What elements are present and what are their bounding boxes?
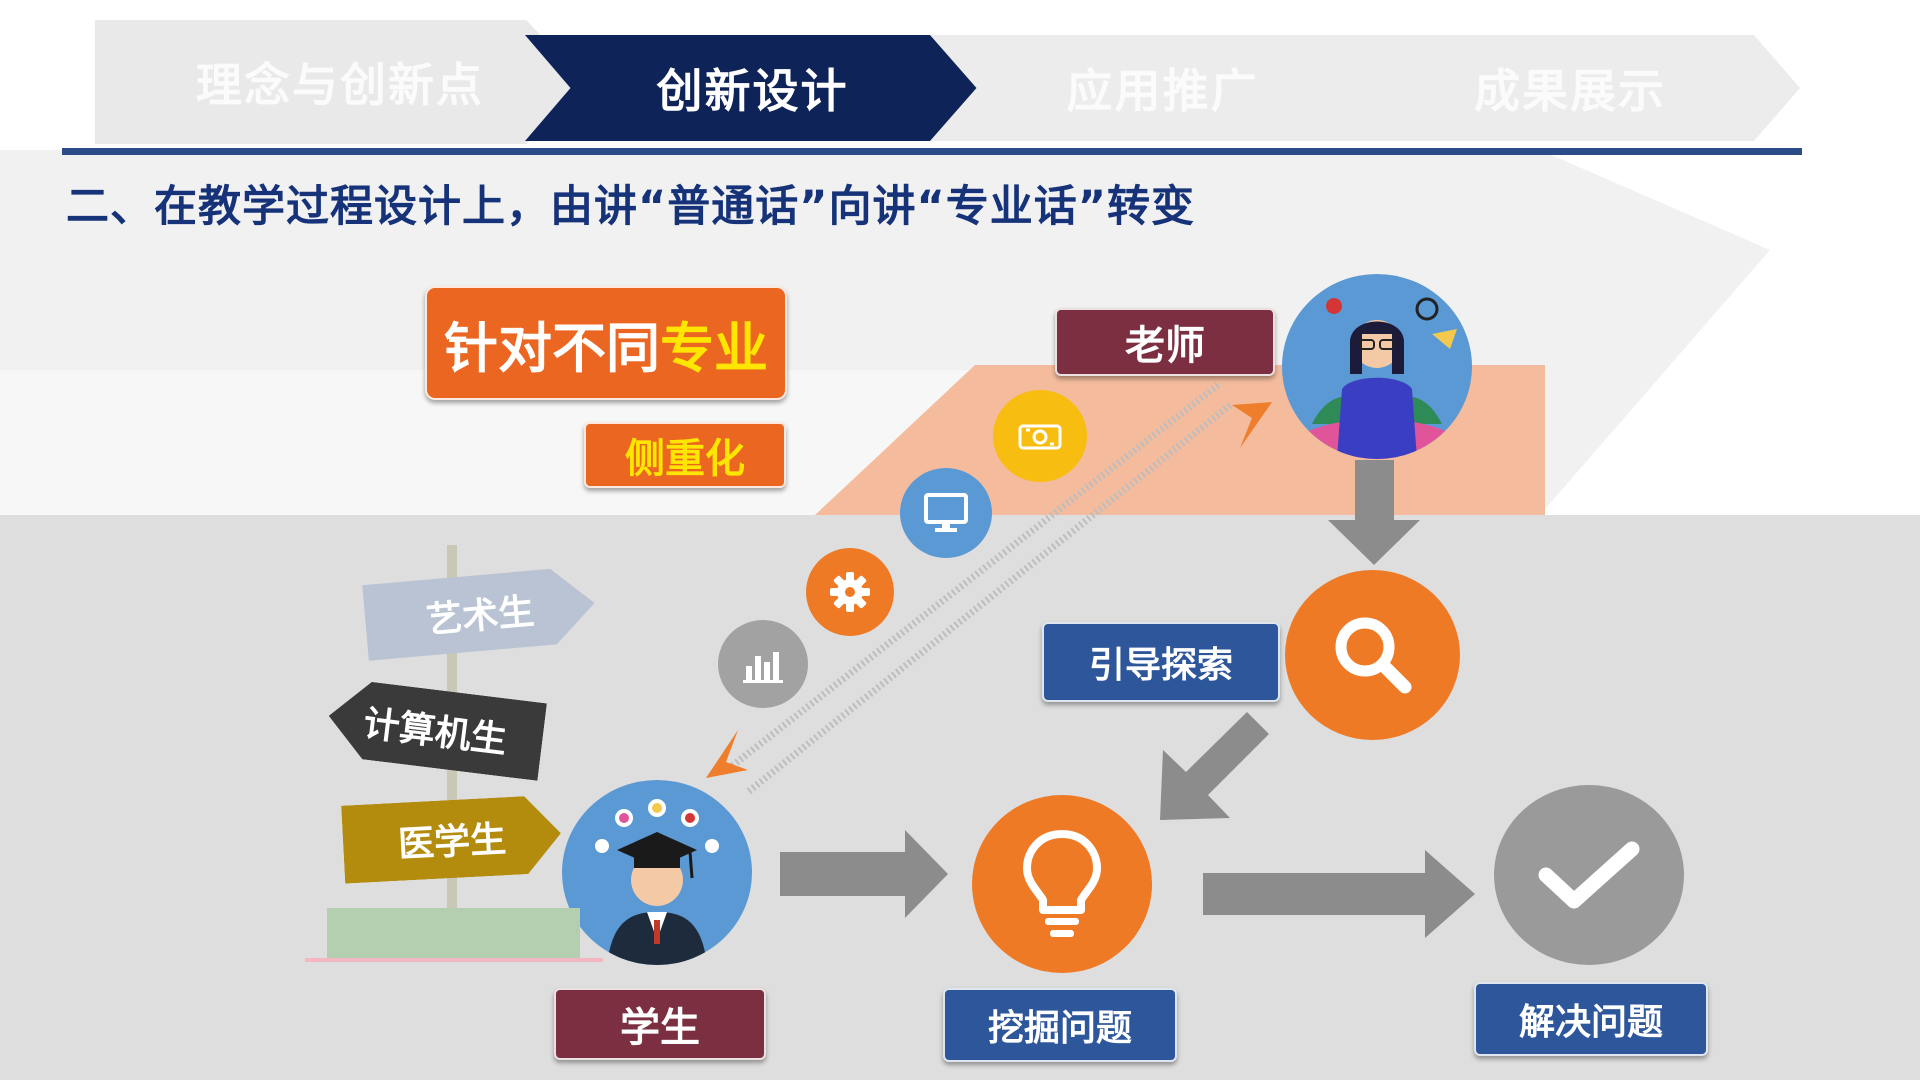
student-avatar <box>562 780 752 965</box>
solve-step-circle <box>1494 785 1684 965</box>
guide-explore-label: 引导探索 <box>1042 622 1280 702</box>
dig-step-circle <box>972 795 1152 973</box>
money-icon <box>993 390 1087 482</box>
bar-chart-icon <box>718 620 808 708</box>
teacher-label: 老师 <box>1055 308 1275 376</box>
teacher-avatar <box>1282 274 1472 459</box>
arrow-down-teacher <box>1328 460 1420 565</box>
dig-problem-label: 挖掘问题 <box>943 988 1177 1062</box>
checkmark-icon <box>1538 841 1640 909</box>
signpost-base <box>327 908 580 960</box>
student-label: 学生 <box>554 988 766 1060</box>
search-step-circle <box>1285 570 1460 740</box>
gear-icon <box>806 548 894 636</box>
sign-medical-student: 医学生 <box>341 794 563 883</box>
solve-problem-label: 解决问题 <box>1474 982 1708 1056</box>
focus-label: 针对不同专业 <box>425 286 787 400</box>
orange-arrowhead-down <box>706 730 748 778</box>
lightbulb-icon <box>1023 830 1101 937</box>
search-icon <box>1335 617 1411 694</box>
nav-divider <box>62 148 1802 155</box>
focus-highlight: 专业 <box>660 316 768 380</box>
arrow-diagonal <box>1160 712 1269 820</box>
signpost-ground <box>305 958 603 962</box>
page-title: 二、在教学过程设计上，由讲“普通话”向讲“专业话”转变 <box>66 182 1196 232</box>
arrow-right-student <box>780 830 948 918</box>
monitor-icon <box>900 468 992 558</box>
arrow-right-solve <box>1203 850 1475 938</box>
dotted-connector <box>724 382 1233 795</box>
emphasis-label: 侧重化 <box>584 422 786 488</box>
focus-prefix: 针对不同 <box>444 316 660 380</box>
orange-arrowhead-up <box>1232 402 1272 448</box>
